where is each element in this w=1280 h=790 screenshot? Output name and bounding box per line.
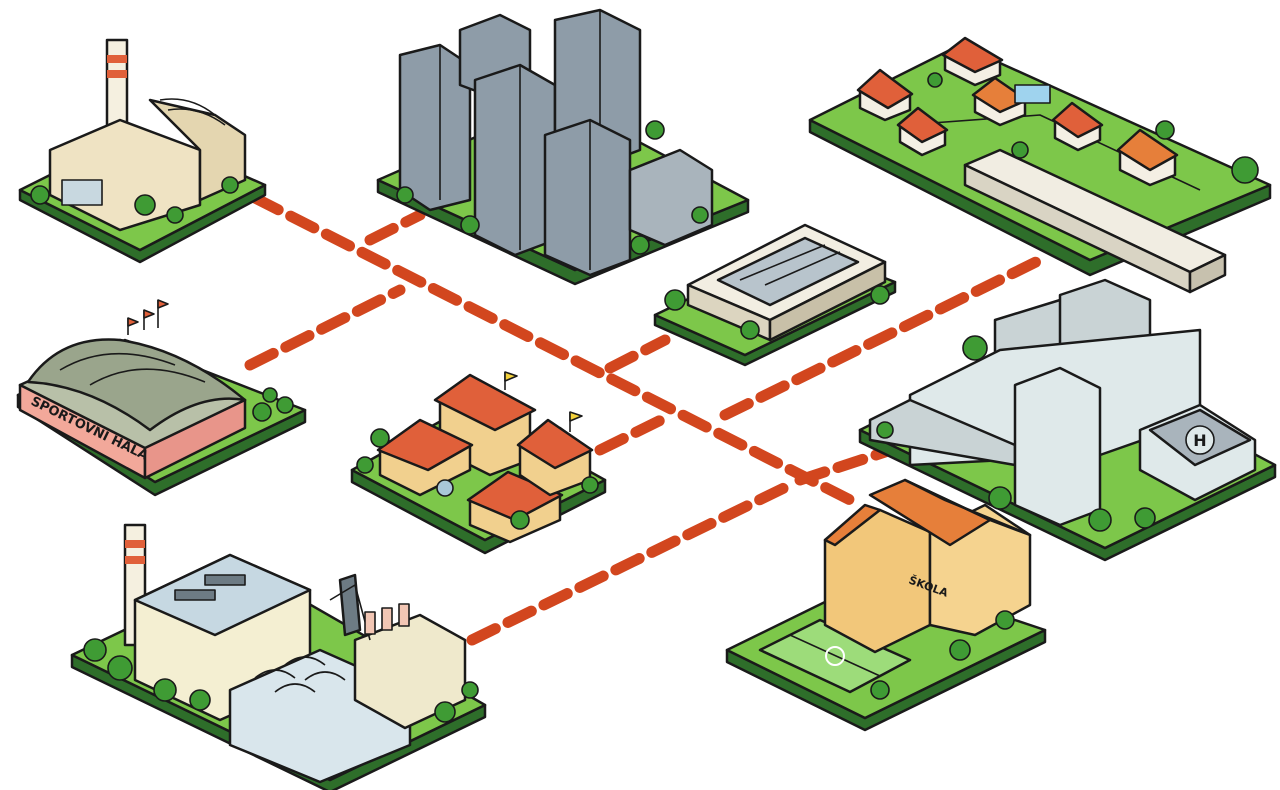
connector-line xyxy=(244,284,406,371)
connector-line xyxy=(249,192,866,511)
connector-line xyxy=(719,254,1046,421)
factory-large xyxy=(70,523,487,790)
school: ŠKOLA xyxy=(725,478,1047,732)
office-towers xyxy=(376,8,750,286)
flag-icon xyxy=(127,299,169,335)
residential-area xyxy=(808,36,1272,294)
hospital: H xyxy=(858,278,1277,562)
flag-icon xyxy=(504,371,583,432)
connector-line xyxy=(794,446,891,486)
connector-line xyxy=(364,209,426,246)
connector-lines xyxy=(244,192,1046,646)
arena xyxy=(653,223,897,367)
sports-hall: SPORTOVNÍ HALA xyxy=(16,299,307,497)
helipad-icon: H xyxy=(1193,431,1206,450)
connector-line xyxy=(466,479,796,646)
connector-line xyxy=(604,334,671,374)
factory-small xyxy=(18,38,267,264)
connector-line xyxy=(594,412,671,456)
manor xyxy=(350,371,607,555)
